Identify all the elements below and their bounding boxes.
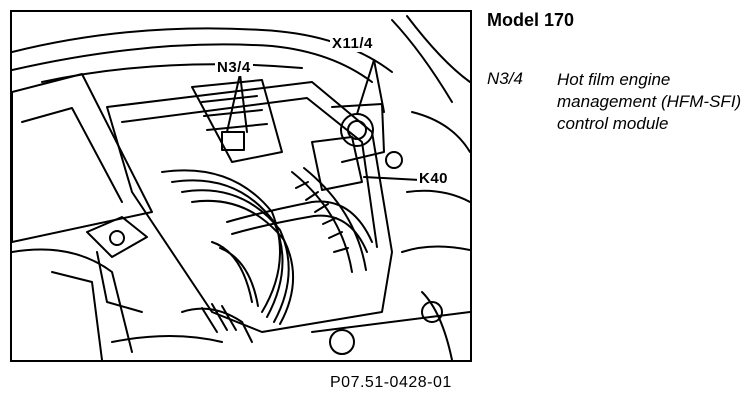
model-title: Model 170 (487, 10, 575, 30)
line-drawing (12, 15, 470, 360)
callout-k40: K40 (417, 170, 451, 187)
engine-bay-illustration: X11/4 N3/4 K40 (10, 10, 472, 362)
callout-x11-4: X11/4 (330, 35, 375, 52)
callout-n3-4: N3/4 (215, 59, 253, 76)
legend-code: N3/4 (487, 69, 523, 88)
figure-id: P07.51-0428-01 (330, 374, 452, 391)
legend-description: Hot film engine management (HFM-SFI) con… (557, 70, 742, 133)
